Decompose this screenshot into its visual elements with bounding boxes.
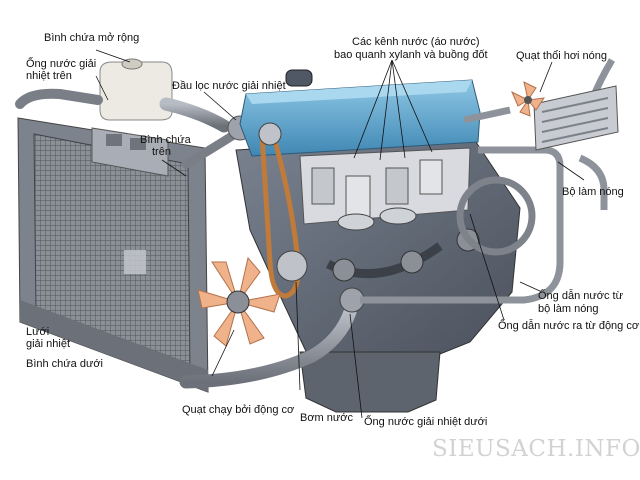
lower-tank bbox=[20, 300, 208, 392]
upper-hose bbox=[15, 88, 103, 109]
piston bbox=[337, 213, 375, 231]
label-thermostat: Đầu lọc nước giải nhiệt bbox=[172, 80, 286, 92]
label-lower-tank: Bình chứa dưới bbox=[26, 358, 103, 370]
label-heater-return-line1: Ống dẫn nước từ bbox=[538, 290, 623, 302]
label-upper-tank-line2: trên bbox=[152, 146, 171, 158]
watermark: SIEUSACH.INFO bbox=[432, 436, 640, 462]
label-upper-hose-line1: Ống nước giải bbox=[26, 58, 97, 70]
leader-lines bbox=[95, 49, 585, 419]
engine-fan bbox=[197, 256, 281, 347]
heater-fan bbox=[511, 81, 546, 117]
oil-cap bbox=[285, 69, 313, 87]
label-engine-outlet: Ống dẫn nước ra từ động cơ bbox=[498, 320, 640, 332]
label-radiator-core-line1: Lưới bbox=[26, 326, 50, 338]
oil-pan bbox=[299, 351, 441, 413]
label-expansion-tank: Bình chứa mở rộng bbox=[44, 32, 140, 44]
water-pump-pulley bbox=[276, 250, 308, 282]
heater-return-pipe bbox=[360, 146, 564, 304]
flywheel bbox=[456, 176, 536, 256]
timing-belt bbox=[259, 129, 301, 299]
label-lower-hose: Ống nước giải nhiệt dưới bbox=[364, 416, 488, 428]
label-heater-fan: Quạt thổi hơi nóng bbox=[516, 50, 607, 62]
label-upper-hose-line2: nhiệt trên bbox=[26, 70, 72, 82]
label-water-jacket-line1: Các kênh nước (áo nước) bbox=[352, 36, 480, 48]
engine-block bbox=[235, 69, 521, 413]
heater-core bbox=[533, 85, 619, 151]
label-radiator-core-line2: giải nhiệt bbox=[26, 338, 71, 350]
label-water-jacket-line2: bao quanh xylanh và buồng đốt bbox=[334, 49, 488, 61]
label-engine-fan: Quạt chạy bởi động cơ bbox=[182, 404, 295, 416]
label-heater-return-line2: bộ làm nóng bbox=[538, 303, 599, 315]
expansion-tank bbox=[99, 58, 173, 121]
label-upper-tank-line1: Bình chứa bbox=[140, 134, 191, 146]
label-heater-core: Bộ làm nóng bbox=[562, 186, 624, 198]
thermostat-hose bbox=[159, 97, 231, 133]
radiator bbox=[17, 117, 209, 393]
lower-hose bbox=[179, 305, 357, 389]
label-water-pump: Bơm nước bbox=[300, 412, 353, 424]
